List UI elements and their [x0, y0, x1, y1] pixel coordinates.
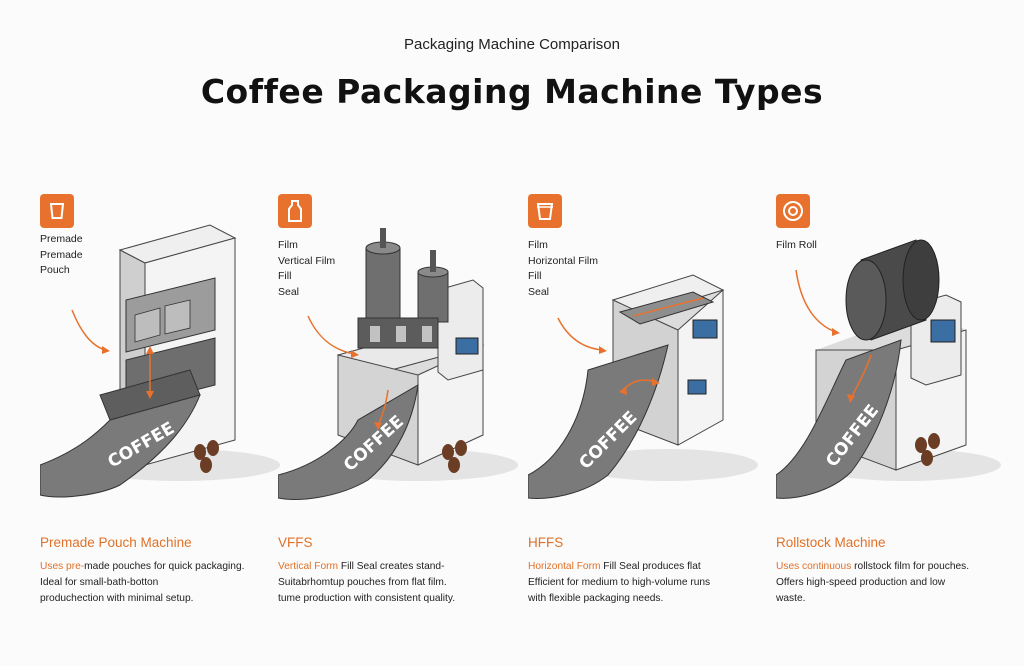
film-roll-icon	[776, 194, 810, 228]
desc-text: Offers high-speed production and low	[776, 577, 946, 588]
desc-text: made pouches for quick packaging.	[84, 561, 245, 572]
machine-description: Vertical Form Fill Seal creates stand- S…	[278, 559, 528, 607]
vffs-machine-illustration: COFFEE	[278, 228, 518, 500]
input-label: Premade	[40, 248, 83, 261]
machine-heading: Premade Pouch Machine	[40, 535, 192, 550]
desc-highlight: Uses pre-	[40, 561, 85, 572]
desc-text: Suitabrhomtup pouches from flat film.	[278, 577, 447, 588]
rollstock-machine-illustration: COFFEE	[776, 239, 1001, 499]
page-eyebrow: Packaging Machine Comparison	[404, 36, 620, 53]
input-labels: Film Vertical Film Fill Seal	[278, 238, 335, 300]
desc-text: with flexible packaging needs.	[528, 593, 664, 604]
input-label: Premade	[40, 233, 83, 245]
machine-heading: VFFS	[278, 535, 313, 550]
input-label: Pouch	[40, 264, 70, 276]
machine-description: Uses pre-made pouches for quick packagin…	[40, 559, 290, 607]
machine-description: Horizontal Form Fill Seal produces flat …	[528, 559, 778, 607]
machine-card-rollstock: Film Roll COFFEE Rollstock Machine Uses …	[776, 190, 1016, 650]
input-labels: Film Roll	[776, 238, 817, 254]
desc-text: produchection with minimal setup.	[40, 593, 194, 604]
machine-heading: Rollstock Machine	[776, 535, 886, 550]
hffs-machine-illustration: COFFEE	[528, 274, 758, 499]
input-label: Vertical Film	[278, 254, 336, 267]
bottle-icon	[278, 194, 312, 228]
desc-highlight: Uses continuous	[776, 561, 852, 572]
input-labels: Film Horizontal Film Fill Seal	[528, 238, 598, 300]
page-title: Coffee Packaging Machine Types	[200, 72, 824, 111]
cup-icon	[528, 194, 562, 228]
machine-card-hffs: Film Horizontal Film Fill Seal COFFEE HF…	[528, 190, 768, 650]
machine-card-vffs: Film Vertical Film Fill Seal COFFEE	[278, 190, 518, 650]
input-label: Fill	[278, 270, 292, 282]
pouch-icon	[40, 194, 74, 228]
desc-highlight: Horizontal Form	[528, 561, 601, 572]
desc-text: Fill Seal creates stand-	[338, 561, 445, 572]
input-label: Seal	[528, 285, 550, 298]
machine-heading: HFFS	[528, 535, 564, 550]
desc-text: Ideal for small-bath-botton	[40, 577, 159, 588]
input-label: Film	[528, 239, 548, 251]
desc-text: tume production with consistent quality.	[278, 593, 456, 604]
machine-description: Uses continuous rollstock film for pouch…	[776, 559, 1024, 607]
input-label: Horizontal Film	[528, 254, 599, 267]
desc-text: rollstock film for pouches.	[851, 561, 970, 572]
input-label: Film	[278, 239, 298, 251]
input-label: Seal	[278, 285, 300, 298]
desc-text: Fill Seal produces flat	[600, 561, 701, 572]
premade-pouch-machine-illustration: COFFEE	[40, 224, 280, 498]
desc-text: Efficient for medium to high-volume runs	[528, 577, 711, 588]
input-label: Fill	[528, 270, 542, 282]
input-label: Film Roll	[776, 239, 817, 251]
desc-highlight: Vertical Form	[278, 561, 339, 572]
desc-text: waste.	[776, 593, 806, 604]
machine-card-premade-pouch: Premade Premade Pouch COFFEE Premade Pou…	[40, 190, 280, 650]
input-labels: Premade Premade Pouch	[40, 232, 83, 279]
